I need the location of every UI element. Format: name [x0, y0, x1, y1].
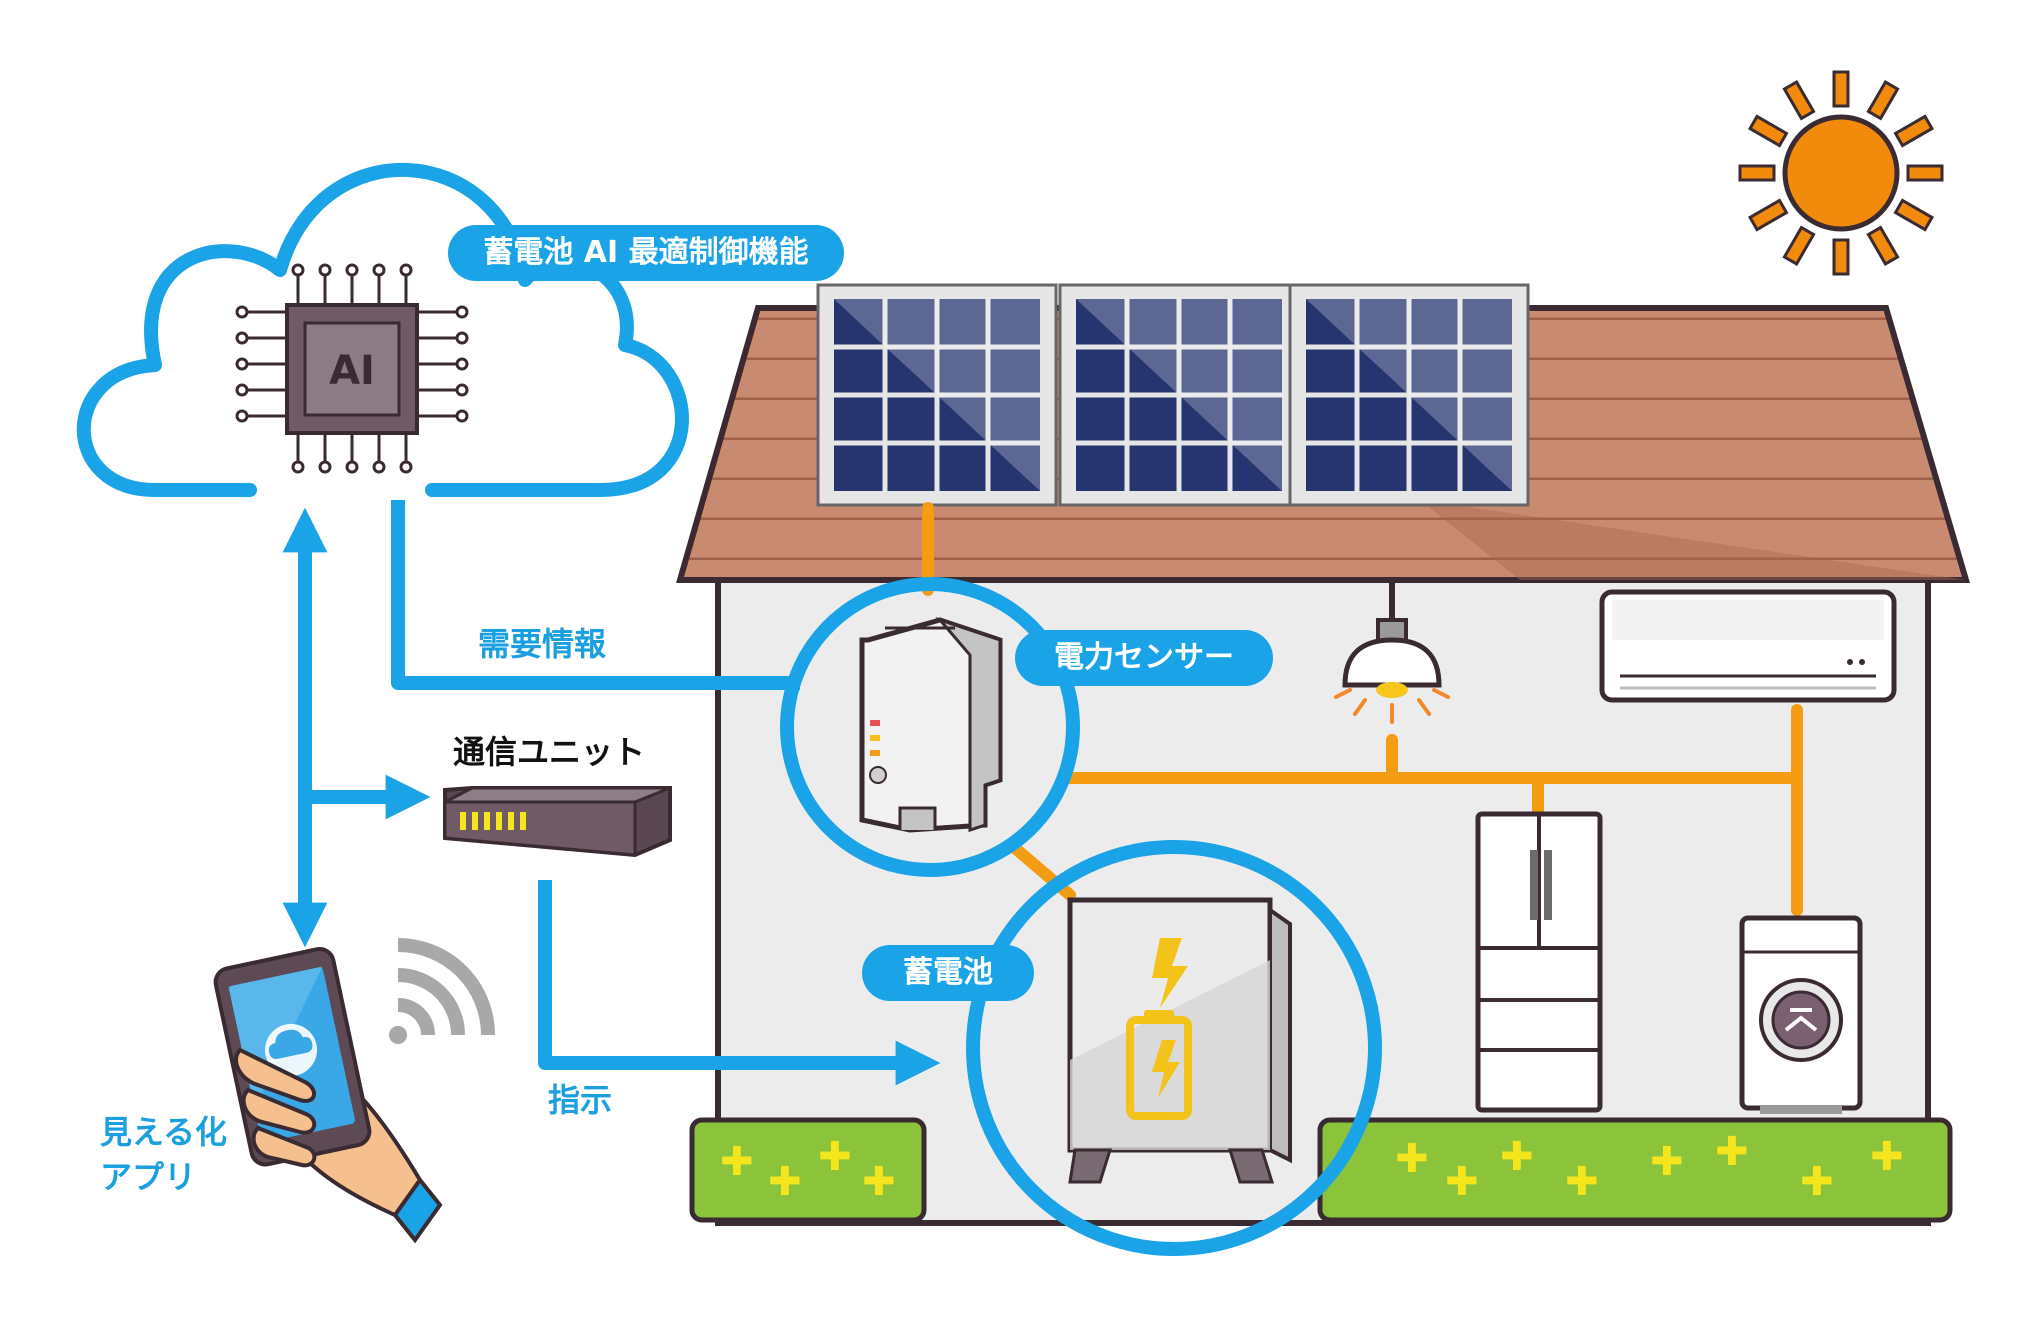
light-bulb-icon	[1334, 580, 1450, 724]
svg-text:✚: ✚	[1500, 1134, 1534, 1180]
svg-text:✚: ✚	[1870, 1134, 1904, 1180]
power-sensor-highlight	[780, 577, 1080, 877]
sun-icon	[1738, 70, 1944, 276]
svg-text:✚: ✚	[720, 1139, 754, 1185]
svg-text:✚: ✚	[1395, 1136, 1429, 1182]
svg-text:✚: ✚	[1445, 1159, 1479, 1205]
grass: ✚✚✚✚ ✚✚✚✚ ✚✚✚✚	[689, 1117, 1953, 1223]
demand-info-line	[391, 500, 800, 690]
svg-text:✚: ✚	[1650, 1139, 1684, 1185]
app-label-line2: アプリ	[100, 1158, 197, 1196]
demand-info-label: 需要情報	[478, 625, 607, 663]
refrigerator-icon	[1475, 811, 1603, 1113]
solar-panel-icon	[816, 283, 1530, 507]
smartphone-icon	[213, 947, 443, 1244]
svg-text:✚: ✚	[1565, 1159, 1599, 1205]
comm-unit-label: 通信ユニット	[453, 733, 646, 771]
ai-chip-icon: AI	[235, 263, 469, 474]
svg-text:✚: ✚	[862, 1159, 896, 1205]
ai-function-label: 蓄電池 AI 最適制御機能	[448, 225, 844, 281]
instruction-label: 指示	[548, 1081, 613, 1119]
cloud-icon	[76, 163, 689, 497]
power-sensor-label: 電力センサー	[1015, 630, 1273, 686]
battery-label: 蓄電池	[862, 945, 1034, 1001]
battery-icon	[1067, 897, 1292, 1184]
power-sensor-icon	[859, 616, 1003, 833]
ai-chip-label: AI	[329, 348, 375, 394]
battery-highlight	[966, 840, 1382, 1256]
app-label-line1: 見える化	[100, 1113, 228, 1151]
data-flows	[282, 500, 941, 1086]
svg-text:✚: ✚	[818, 1134, 852, 1180]
svg-text:✚: ✚	[768, 1159, 802, 1205]
instruction-arrow	[538, 880, 941, 1086]
air-conditioner-icon	[1599, 589, 1897, 703]
communication-unit-icon	[443, 786, 672, 858]
svg-text:✚: ✚	[1715, 1129, 1749, 1175]
svg-text:✚: ✚	[1800, 1159, 1834, 1205]
wifi-icon	[389, 938, 495, 1044]
washing-machine-icon	[1739, 915, 1863, 1114]
